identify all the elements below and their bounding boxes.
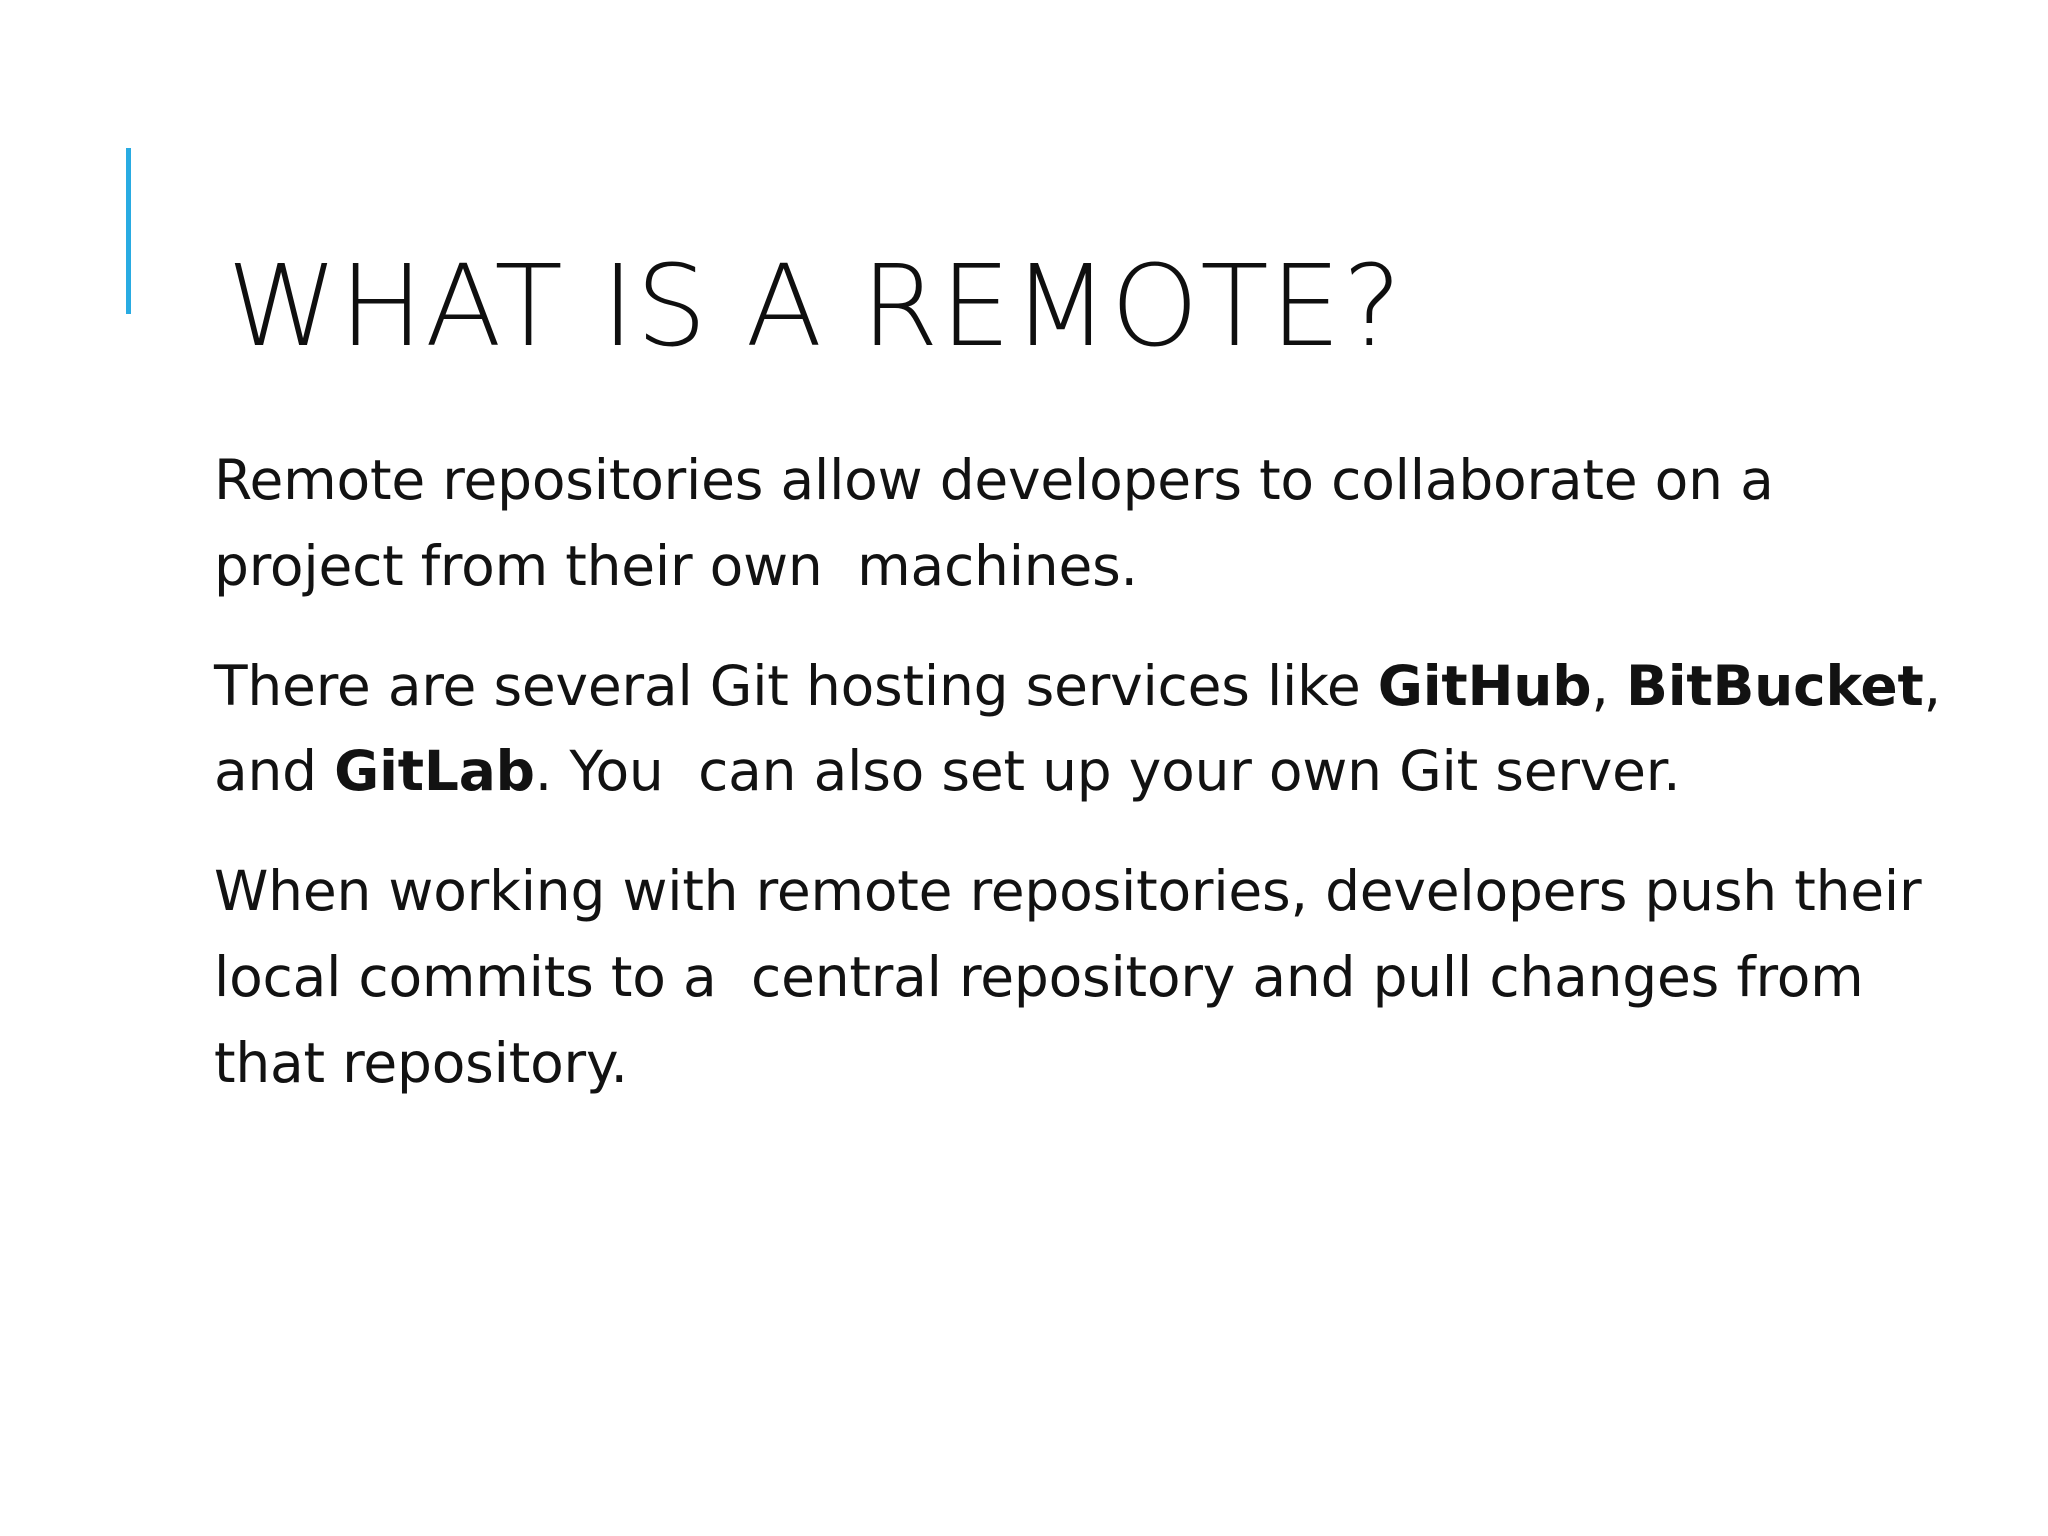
emphasized-term: GitLab (334, 739, 535, 804)
body-paragraph-1: Remote repositories allow developers to … (214, 438, 1954, 610)
text-run: There are several Git hosting services l… (214, 653, 1378, 718)
emphasized-term: GitHub (1377, 653, 1592, 718)
text-run: . You can also set up your own Git serve… (534, 739, 1681, 804)
slide-title-row: WHAT IS A REMOTE? (0, 148, 2048, 363)
text-run: , (1591, 653, 1626, 718)
text-run: Remote repositories allow developers to … (214, 448, 1791, 598)
body-paragraph-3: When working with remote repositories, d… (214, 849, 1954, 1106)
title-accent-bar (126, 148, 131, 314)
page-title: WHAT IS A REMOTE? (227, 242, 1404, 373)
slide-body: Remote repositories allow developers to … (214, 438, 1974, 1107)
body-paragraph-2: There are several Git hosting services l… (214, 644, 1954, 816)
emphasized-term: BitBucket (1625, 653, 1924, 718)
text-run: When working with remote repositories, d… (214, 859, 1939, 1095)
text-run: , and (214, 653, 1959, 804)
